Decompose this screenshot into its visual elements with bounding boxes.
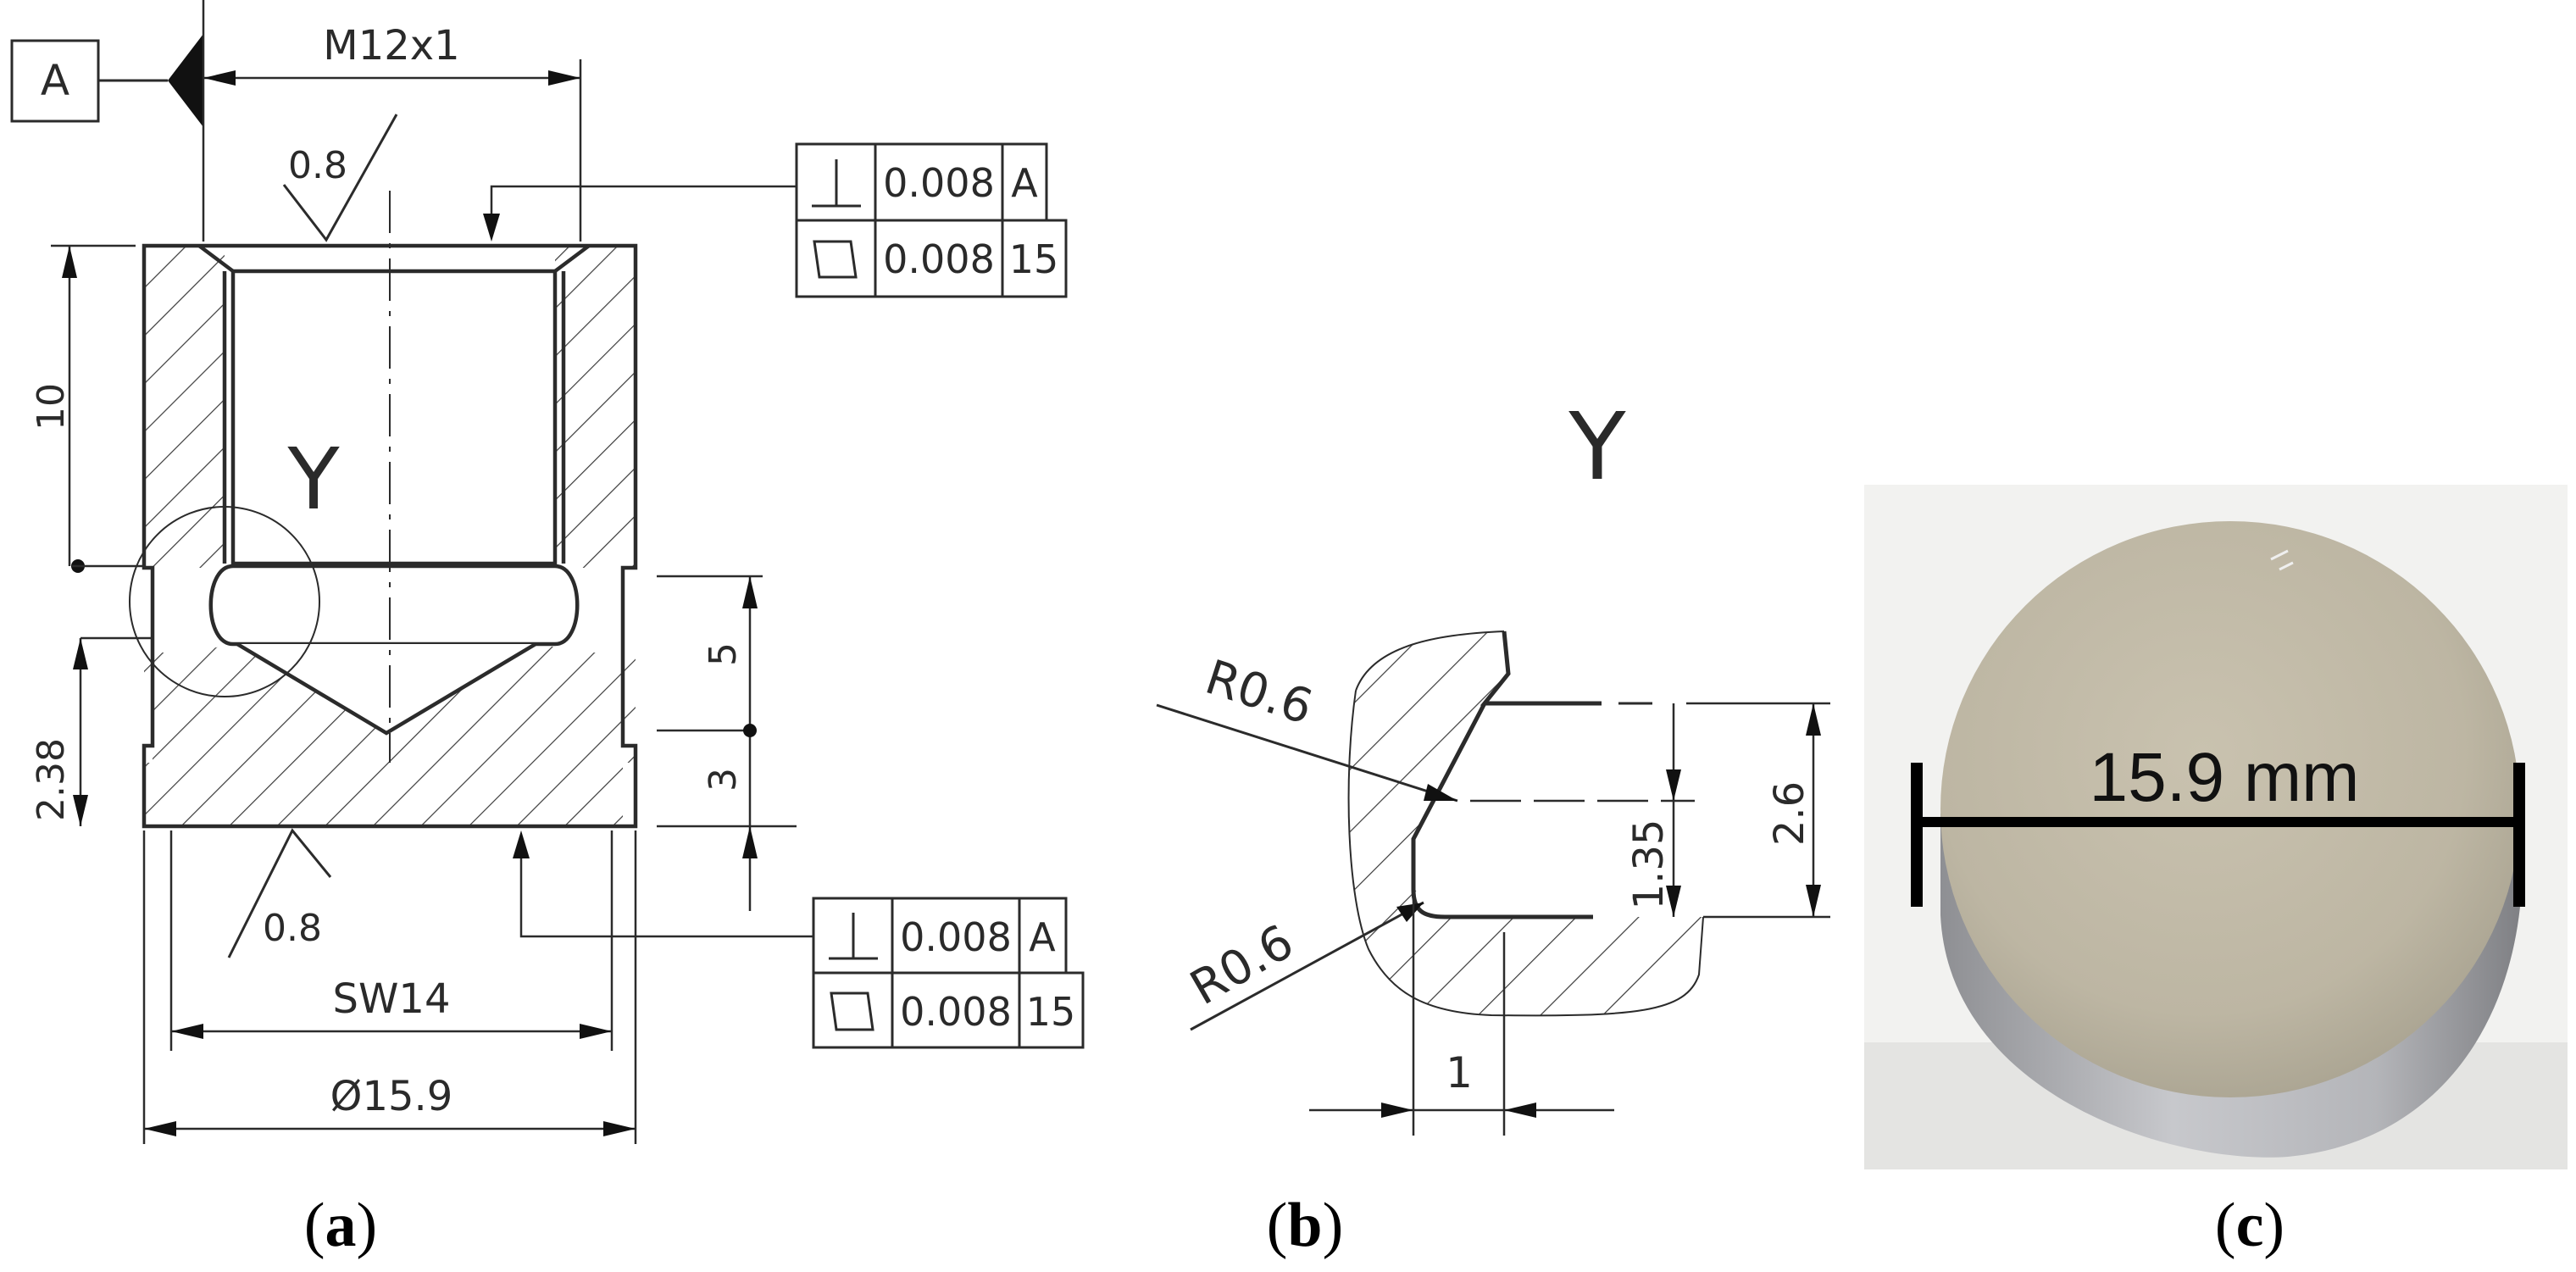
figure-a: Y A M12x1 0.8 <box>10 0 1085 1144</box>
roughness-bottom-value: 0.8 <box>263 907 322 950</box>
fcf-top-datum-1: A <box>1011 160 1038 206</box>
measurement-label: 15.9 mm <box>2090 739 2360 816</box>
detail-circle <box>129 506 320 697</box>
fcf-top-datum-2: 15 <box>1009 236 1059 282</box>
caption-c: (c) <box>2215 1191 2285 1260</box>
detail-break-line <box>1347 630 1704 1017</box>
dimension-26: 2.6 <box>1686 702 1830 919</box>
dim-135-text: 1.35 <box>1625 819 1673 910</box>
measurement-bar <box>1911 763 2525 907</box>
caption-b: (b) <box>1267 1191 1343 1260</box>
caption-a-letter: a <box>325 1191 357 1260</box>
dimension-diameter: Ø15.9 <box>142 830 637 1144</box>
dimension-238: 2.38 <box>30 636 153 826</box>
detail-section <box>1348 631 1703 1016</box>
dimension-1: 1 <box>1309 898 1614 1136</box>
thread-label: M12x1 <box>323 22 459 69</box>
roughness-symbol-top: 0.8 <box>282 114 398 242</box>
thread-dimension: M12x1 <box>202 0 582 242</box>
figure-b: Y R0.6 R0.6 1.35 <box>1156 392 1830 1136</box>
detail-profile <box>1411 630 1602 919</box>
fcf-bottom: 0.008 A 0.008 15 <box>513 830 1085 1049</box>
flatness-icon <box>830 991 874 1031</box>
caption-a: (a) <box>304 1191 377 1260</box>
fcf-bottom-datum-2: 15 <box>1026 989 1076 1035</box>
caption-c-letter: c <box>2236 1191 2264 1260</box>
fcf-bottom-tolerance-2: 0.008 <box>900 989 1012 1035</box>
fcf-bottom-datum-1: A <box>1029 914 1056 960</box>
figure-c: 15.9 mm <box>1864 485 2568 1169</box>
dim-1-text: 1 <box>1446 1048 1473 1097</box>
dimension-sw14: SW14 <box>169 830 613 1051</box>
flatness-icon <box>813 240 858 279</box>
diameter-label: Ø15.9 <box>330 1073 453 1120</box>
fcf-top-tolerance-1: 0.008 <box>883 160 995 206</box>
radius-top-text: R0.6 <box>1199 650 1319 736</box>
roughness-top-value: 0.8 <box>288 144 347 187</box>
glint-mark <box>2270 549 2294 571</box>
perpendicularity-icon <box>829 913 878 960</box>
dimension-5-3: 5 3 <box>657 575 797 911</box>
fcf-bottom-tolerance-1: 0.008 <box>900 914 1012 960</box>
perpendicularity-icon <box>812 159 861 208</box>
dimension-135: 1.35 <box>1625 703 1681 917</box>
detail-title-y: Y <box>1568 392 1626 501</box>
dim-10-text: 10 <box>30 383 73 430</box>
dim-5-text: 5 <box>702 642 745 666</box>
datum-letter: A <box>41 56 69 105</box>
fcf-top: 0.008 A 0.008 15 <box>483 142 1068 298</box>
dim-238-text: 2.38 <box>30 738 73 821</box>
dim-3-text: 3 <box>702 768 745 792</box>
disc-face <box>1940 521 2520 1097</box>
wrench-label: SW14 <box>332 975 450 1023</box>
fcf-top-tolerance-2: 0.008 <box>883 236 995 282</box>
dimension-10: 10 <box>30 244 144 573</box>
dim-26-text: 2.6 <box>1766 781 1813 846</box>
roughness-symbol-bottom: 0.8 <box>227 828 332 958</box>
body-outline <box>142 243 638 829</box>
detail-marker-y: Y <box>286 430 340 529</box>
datum-triangle-icon <box>168 34 203 127</box>
caption-b-letter: b <box>1287 1191 1322 1260</box>
